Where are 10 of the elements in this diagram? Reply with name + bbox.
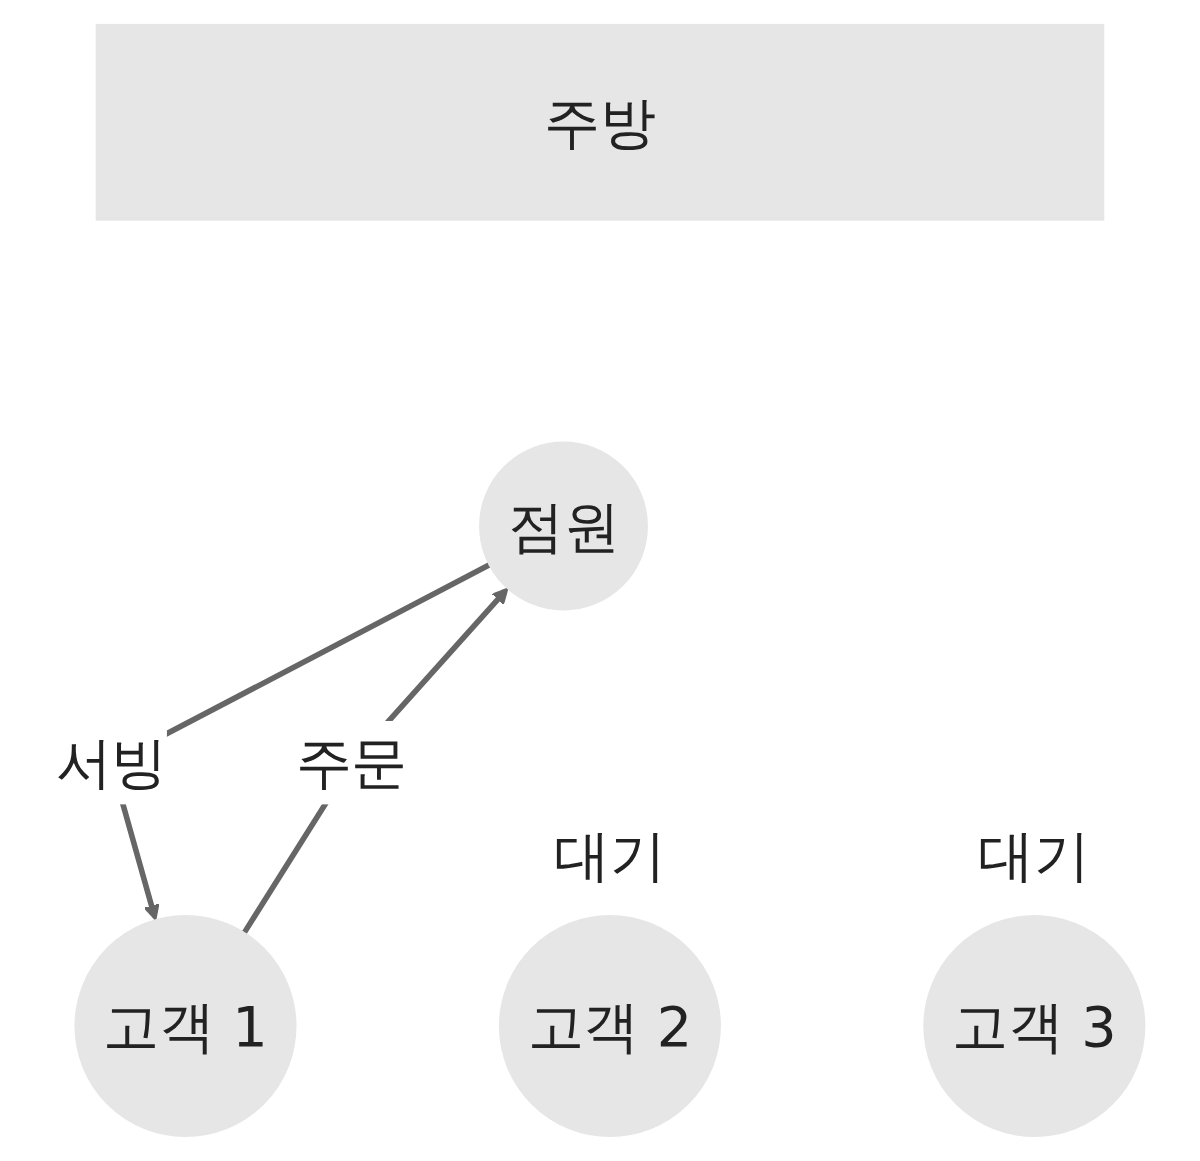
- edge-label: 주문: [295, 730, 407, 796]
- node-caption: 대기: [553, 823, 666, 889]
- node-circle: 고객 3: [923, 915, 1146, 1138]
- node-caption: 대기: [978, 823, 1091, 889]
- node-circle: 점원: [479, 441, 648, 611]
- arrow: [241, 587, 509, 935]
- node-circle: 고객 2: [498, 915, 721, 1138]
- edge-label: 서빙: [55, 730, 167, 796]
- node-box: 주방: [95, 23, 1105, 221]
- node-circle: 고객 1: [74, 915, 297, 1138]
